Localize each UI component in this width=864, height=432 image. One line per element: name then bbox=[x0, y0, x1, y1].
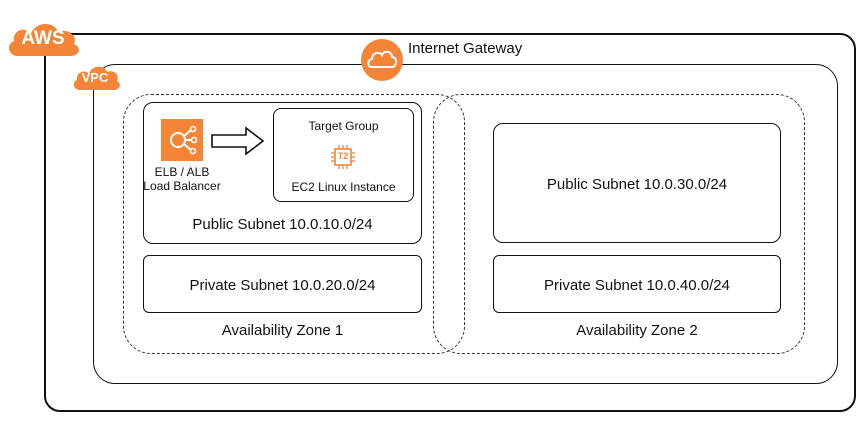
availability-zone-2 bbox=[433, 94, 805, 354]
ec2-instance-chip: T2 bbox=[330, 144, 356, 170]
target-group bbox=[273, 108, 414, 202]
aws-badge-label: AWS bbox=[21, 28, 65, 49]
aws-cloud-frame bbox=[44, 33, 856, 412]
public-subnet-1-label: Public Subnet 10.0.10.0/24 bbox=[192, 216, 373, 233]
cloud-icon bbox=[361, 39, 403, 81]
private-subnet-1 bbox=[143, 255, 422, 313]
private-subnet-1-label: Private Subnet 10.0.20.0/24 bbox=[189, 277, 376, 294]
availability-zone-2-label: Availability Zone 2 bbox=[576, 322, 698, 339]
arrow-icon bbox=[211, 126, 265, 156]
aws-cloud-icon bbox=[9, 23, 79, 56]
vpc-badge-label: VPC bbox=[81, 70, 109, 85]
ec2-instance-label: EC2 Linux Instance bbox=[291, 180, 396, 194]
availability-zone-1 bbox=[123, 94, 465, 354]
internet-gateway-label: Internet Gateway bbox=[408, 40, 523, 57]
target-group-title: Target Group bbox=[308, 119, 379, 133]
flow-arrow bbox=[210, 126, 266, 156]
vpc-cloud-icon bbox=[73, 66, 120, 90]
load-balancer-icon bbox=[161, 119, 203, 161]
load-balancer bbox=[161, 119, 203, 161]
private-subnet-2-label: Private Subnet 10.0.40.0/24 bbox=[544, 277, 730, 294]
public-subnet-2-label: Public Subnet 10.0.30.0/24 bbox=[546, 176, 728, 193]
availability-zone-1-label: Availability Zone 1 bbox=[221, 322, 344, 339]
private-subnet-2 bbox=[493, 255, 781, 313]
elb-label-line1: ELB / ALB bbox=[154, 165, 210, 179]
aws-badge: AWS bbox=[4, 14, 82, 62]
elb-label-line2: Load Balancer bbox=[143, 179, 221, 193]
chip-label: T2 bbox=[337, 151, 349, 161]
vpc-badge: VPC bbox=[70, 58, 120, 94]
public-subnet-2 bbox=[493, 123, 781, 243]
vpc-frame bbox=[93, 64, 838, 384]
internet-gateway bbox=[360, 38, 404, 82]
chip-icon bbox=[331, 145, 355, 169]
